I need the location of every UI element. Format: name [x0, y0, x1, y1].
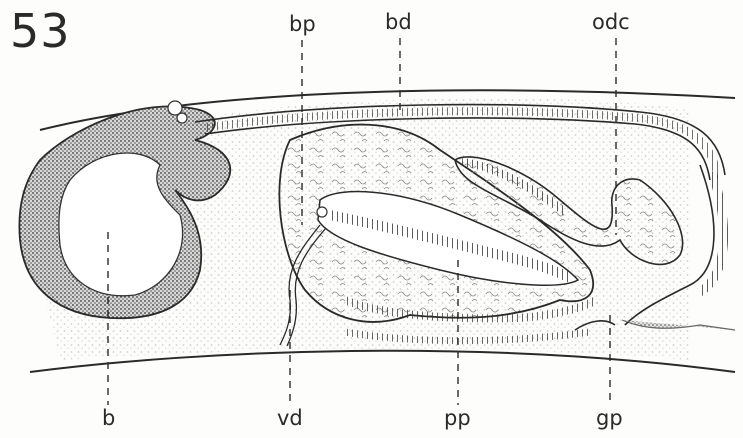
label-bp: bp — [289, 12, 316, 36]
label-gp: gp — [596, 406, 623, 430]
label-pp: pp — [444, 406, 471, 430]
label-vd: vd — [277, 406, 303, 430]
label-odc: odc — [592, 10, 630, 34]
figure-number: 53 — [10, 4, 71, 58]
label-b: b — [102, 406, 115, 430]
label-bd: bd — [385, 10, 412, 34]
